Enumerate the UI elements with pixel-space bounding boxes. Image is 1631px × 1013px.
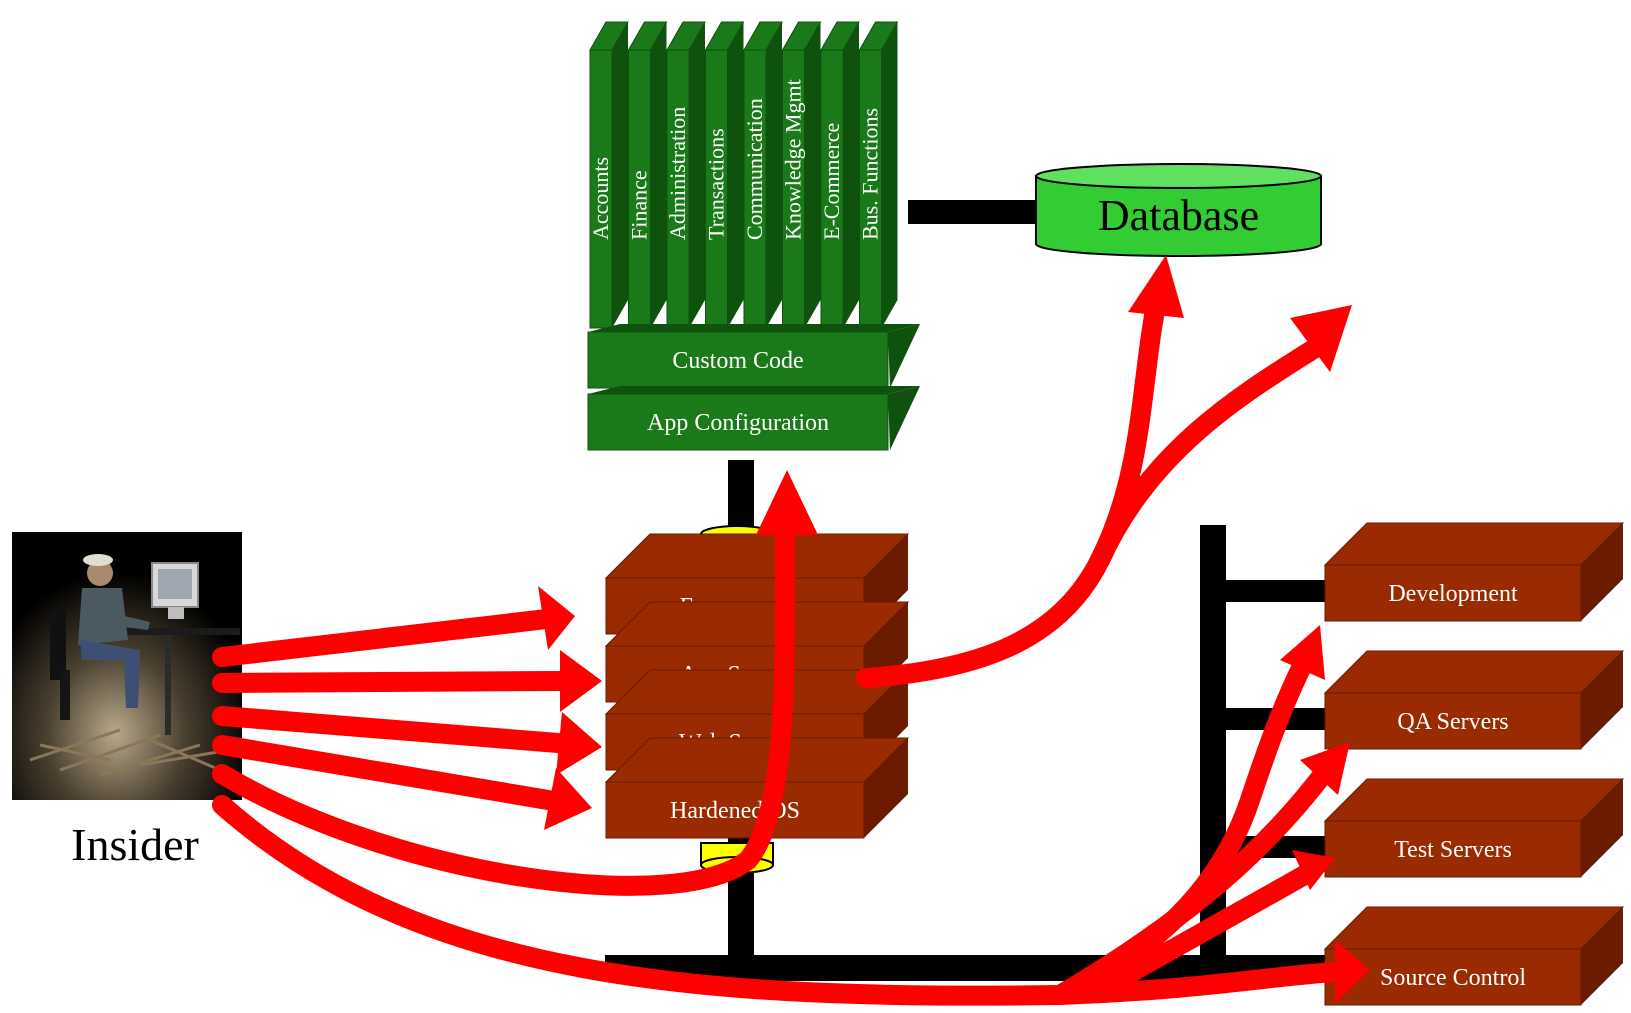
database-label: Database [1098, 191, 1259, 240]
arrowhead-database [1128, 255, 1184, 318]
module-label: Accounts [588, 157, 613, 240]
arrowhead-source-control [1335, 940, 1370, 1003]
arrowhead-app-configuration [756, 470, 818, 535]
module-e-commerce: E-Commerce [819, 21, 860, 329]
arrowhead-test-servers [1292, 850, 1335, 890]
module-label: Administration [665, 107, 690, 240]
arrow-to-hardened-os [212, 735, 558, 810]
env-development-label: Development [1388, 581, 1518, 607]
attack-arrows [212, 285, 1345, 1006]
env-test-servers: Test Servers [1323, 778, 1625, 878]
module-label: Knowledge Mgmt [781, 79, 806, 240]
layer-app-configuration: App Configuration [587, 386, 920, 451]
app-modules: Accounts Finance Administration Transaction… [588, 21, 899, 329]
env-qa-servers: QA Servers [1323, 650, 1625, 750]
insider-label: Insider [71, 819, 199, 870]
module-accounts: Accounts [588, 21, 629, 329]
module-transactions: Transactions [704, 21, 745, 329]
env-source-control-label: Source Control [1380, 965, 1526, 991]
module-label: Transactions [704, 128, 729, 240]
arrow-to-framework [212, 608, 565, 667]
arrow-to-source-control [212, 795, 1345, 1006]
module-label: Bus. Functions [858, 108, 883, 240]
arrowhead-development [1280, 625, 1325, 680]
db-connector [908, 200, 1040, 224]
arrow-to-app-configuration [212, 520, 796, 896]
module-communication: Communication [742, 21, 783, 329]
arrow-to-qa-servers [1050, 755, 1340, 1005]
server-hardened-os: Hardened OS [604, 737, 910, 839]
arrowhead-web-server [556, 712, 602, 775]
module-label: E-Commerce [819, 123, 844, 240]
module-label: Communication [742, 98, 767, 240]
arrowhead-qa-servers [1300, 742, 1350, 795]
arrow-heads [538, 255, 1370, 1003]
module-knowledge-mgmt: Knowledge Mgmt [781, 21, 822, 329]
arrowhead-outward [1290, 305, 1352, 372]
layer-label: App Configuration [647, 410, 829, 436]
layer-custom-code: Custom Code [587, 324, 920, 389]
server-stack: FrameworkApp ServerWeb ServerHardened OS [604, 533, 910, 839]
arrowhead-hardened-os [544, 768, 592, 830]
env-branch-dev [1200, 580, 1325, 602]
env-qa-servers-label: QA Servers [1397, 709, 1508, 735]
env-development: Development [1323, 522, 1625, 622]
arrow-app-server-to-database [856, 285, 1168, 688]
env-source-control: Source Control [1323, 906, 1625, 1006]
arrowhead-app-server [560, 650, 602, 712]
module-administration: Administration [665, 21, 706, 329]
arrow-to-web-server [212, 706, 568, 753]
arrow-to-test-servers [1090, 862, 1320, 1000]
module-finance: Finance [627, 21, 668, 329]
layer-label: Custom Code [672, 348, 803, 374]
module-label: Finance [627, 170, 652, 240]
env-test-servers-label: Test Servers [1394, 837, 1512, 863]
arrowhead-framework [538, 586, 575, 650]
arrow-to-app-server [212, 671, 568, 693]
database-cylinder: Database [1035, 163, 1322, 257]
env-branch-qa [1200, 708, 1325, 730]
module-bus-functions: Bus. Functions [858, 21, 899, 329]
insider-photo [12, 532, 242, 800]
arrow-app-server-outward [1090, 335, 1330, 570]
